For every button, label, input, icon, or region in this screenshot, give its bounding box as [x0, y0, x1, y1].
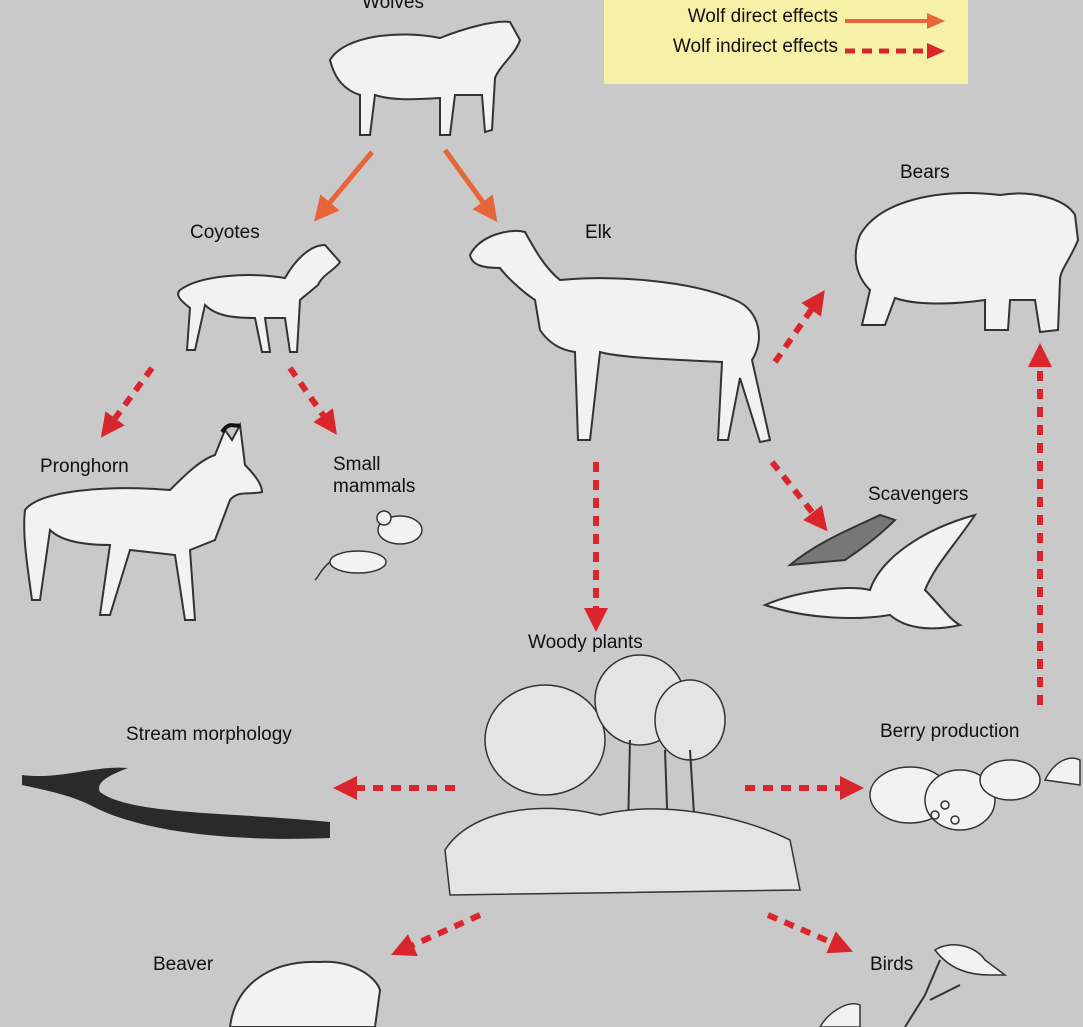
- legend-indirect-label: Wolf indirect effects: [673, 36, 838, 58]
- node-label-woody-plants: Woody plants: [528, 632, 643, 653]
- legend-indirect-row: Wolf indirect effects: [604, 36, 968, 66]
- arrow-coyotes-to-pronghorn: [108, 368, 152, 428]
- legend-direct-label: Wolf direct effects: [688, 6, 838, 28]
- berry-illustration: [870, 758, 1080, 830]
- pronghorn-illustration: [24, 425, 262, 620]
- wolf-illustration: [330, 22, 520, 135]
- node-label-small-mammals-line1: Small: [333, 454, 381, 475]
- node-label-stream-morphology: Stream morphology: [126, 724, 292, 745]
- bear-illustration: [856, 193, 1078, 332]
- woody-plants-illustration: [445, 655, 800, 895]
- beaver-illustration: [230, 962, 380, 1027]
- legend-direct-arrow-icon: [843, 10, 948, 32]
- arrow-woody-plants-to-beaver: [402, 915, 480, 950]
- arrow-elk-to-bears: [775, 300, 818, 362]
- legend-indirect-arrow-icon: [843, 40, 948, 62]
- arrow-woody-plants-to-birds: [768, 915, 842, 947]
- elk-illustration: [470, 231, 770, 442]
- node-label-small-mammals-line2: mammals: [333, 476, 415, 497]
- arrow-wolves-to-coyotes: [322, 152, 372, 212]
- small-mammals-illustration: [315, 511, 422, 580]
- arrow-elk-to-scavengers: [772, 462, 820, 522]
- node-label-beaver: Beaver: [153, 954, 214, 975]
- stream-illustration: [22, 768, 330, 839]
- node-label-bears: Bears: [900, 162, 950, 183]
- arrow-coyotes-to-small-mammals: [290, 368, 330, 425]
- node-label-berry-production: Berry production: [880, 721, 1019, 742]
- node-label-scavengers: Scavengers: [868, 484, 968, 505]
- node-label-pronghorn: Pronghorn: [40, 456, 129, 477]
- arrow-wolves-to-elk: [445, 150, 490, 212]
- node-label-wolves: Wolves: [362, 0, 424, 13]
- node-label-elk: Elk: [585, 222, 612, 243]
- coyote-illustration: [178, 245, 340, 352]
- legend-direct-row: Wolf direct effects: [604, 6, 968, 36]
- node-label-birds: Birds: [870, 954, 913, 975]
- legend: Wolf direct effects Wolf indirect effect…: [604, 0, 968, 84]
- scavengers-illustration: [765, 515, 975, 628]
- node-label-coyotes: Coyotes: [190, 222, 260, 243]
